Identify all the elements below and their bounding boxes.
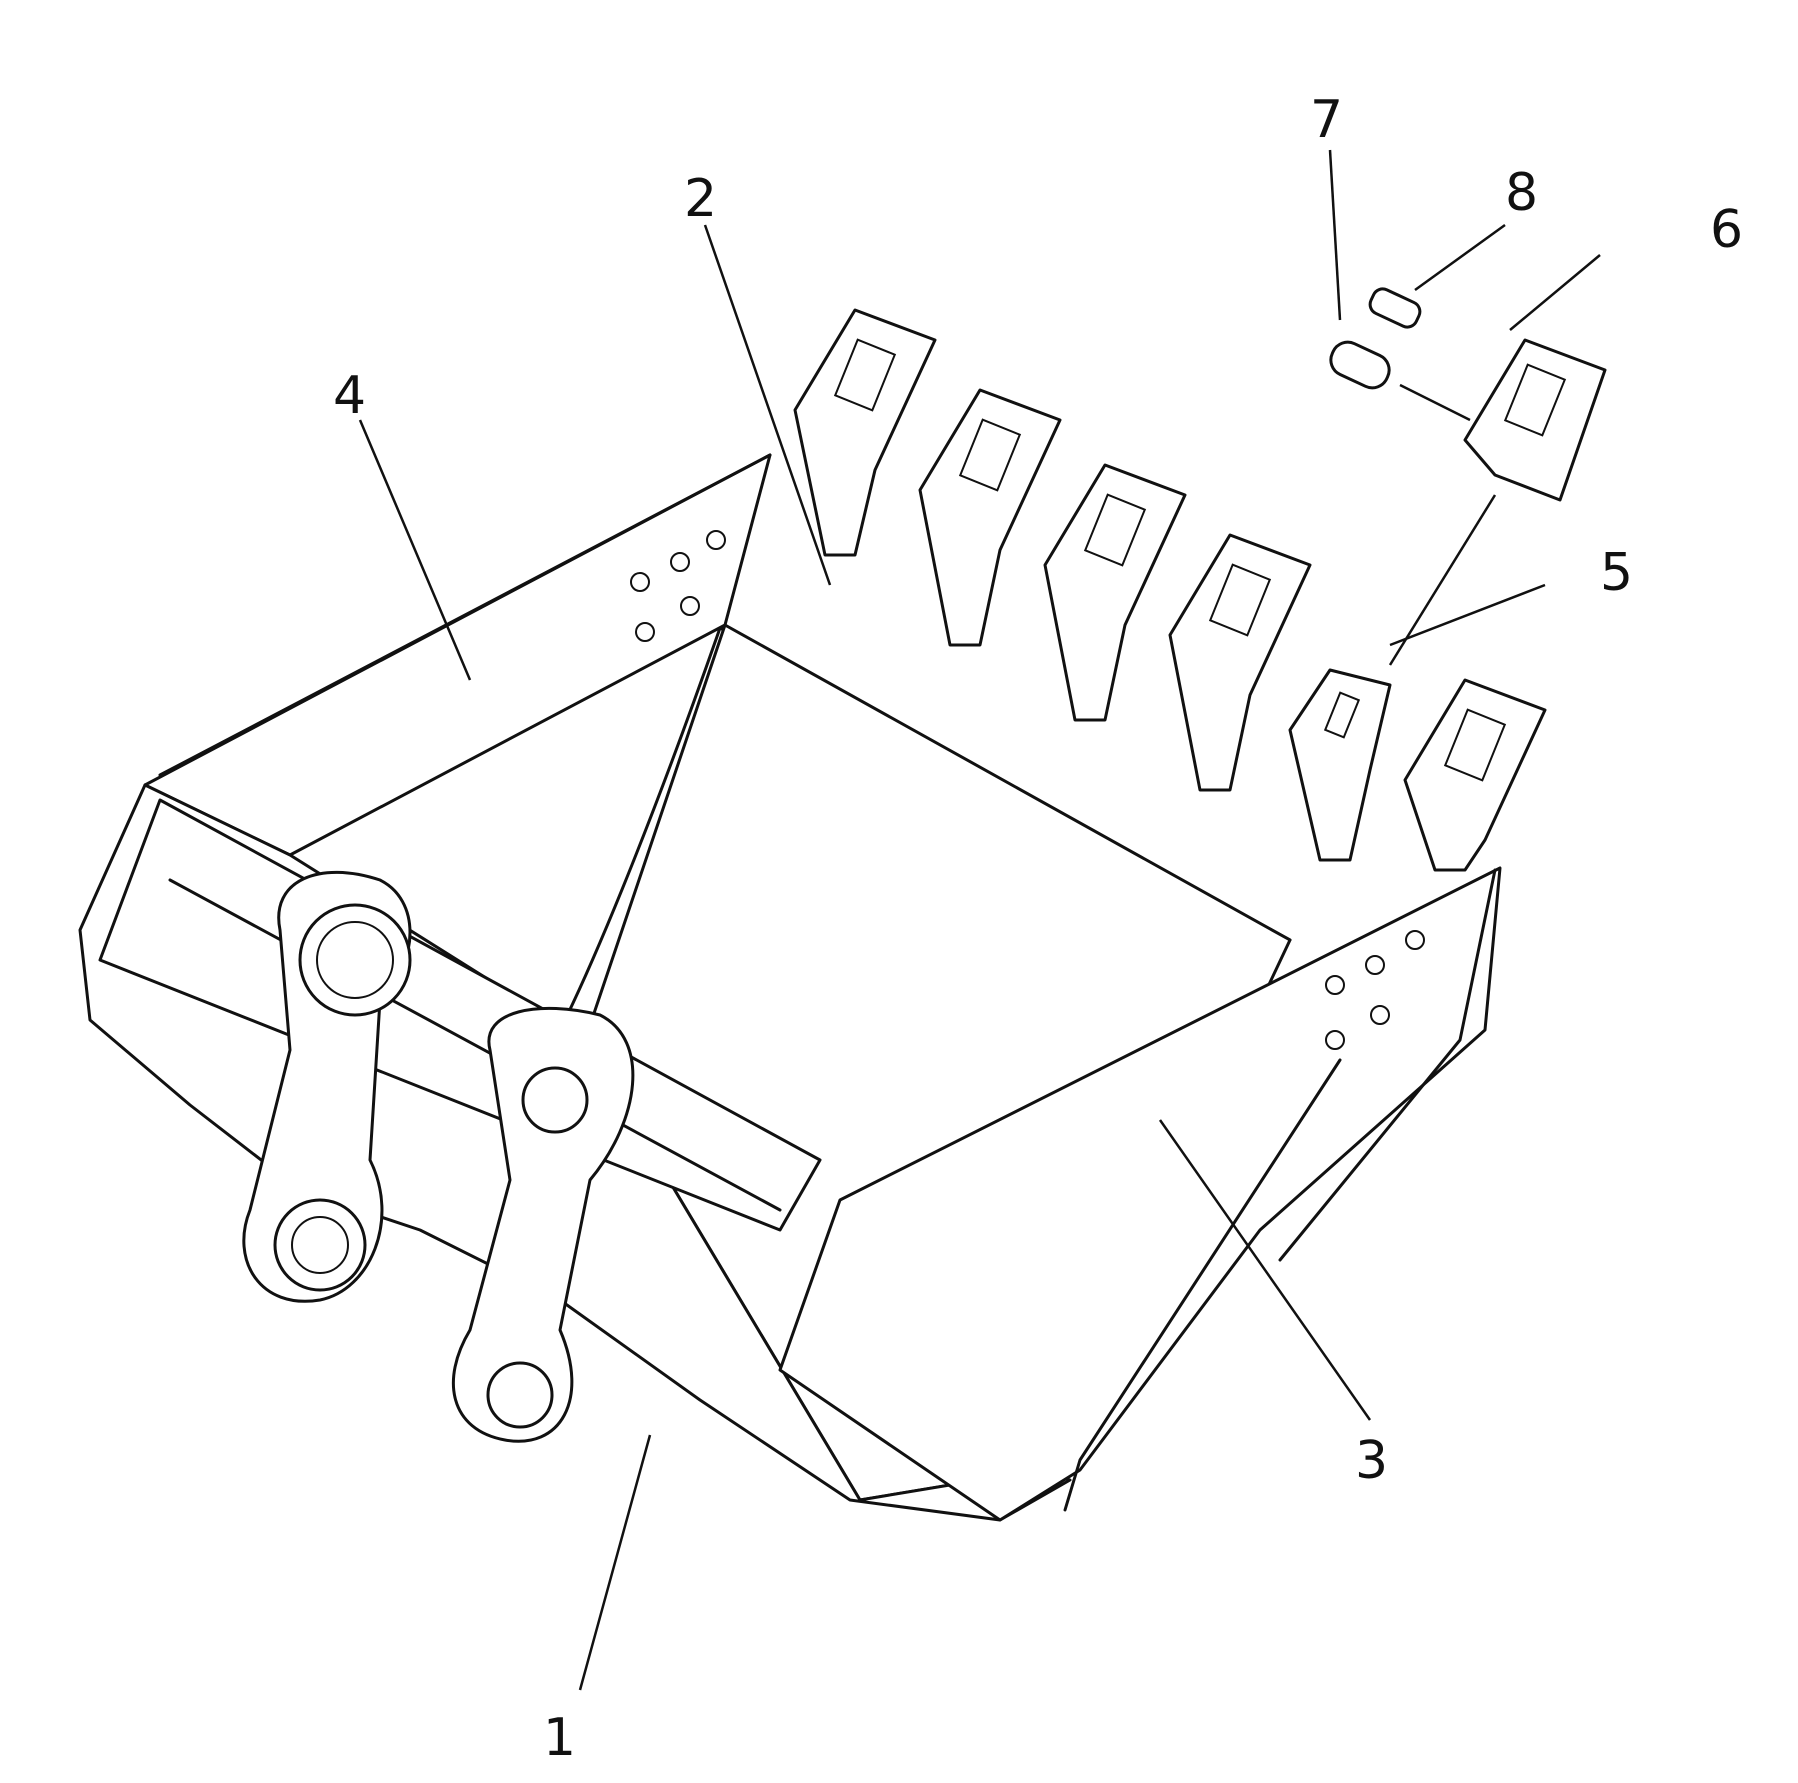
callout-7: 7 bbox=[1310, 90, 1343, 150]
bucket-teeth-row bbox=[793, 308, 1547, 872]
bucket-tooth bbox=[793, 308, 937, 557]
tooth-pin bbox=[1368, 287, 1422, 329]
callout-3: 3 bbox=[1355, 1431, 1388, 1491]
callout-6: 6 bbox=[1710, 200, 1743, 260]
tooth-adapter bbox=[1288, 668, 1392, 862]
bucket-tooth bbox=[1043, 463, 1187, 722]
bucket-tooth bbox=[1403, 678, 1547, 872]
callout-5: 5 bbox=[1600, 543, 1633, 603]
bucket-body bbox=[78, 453, 1502, 1522]
lock-washer bbox=[1329, 340, 1391, 390]
callout-2: 2 bbox=[684, 169, 717, 229]
detached-tooth bbox=[1463, 338, 1607, 502]
side-plate-right bbox=[778, 866, 1502, 1522]
mounting-boss-right bbox=[451, 1006, 635, 1443]
leader-lines bbox=[358, 149, 1601, 1691]
callout-8: 8 bbox=[1505, 163, 1538, 223]
callout-1: 1 bbox=[543, 1708, 576, 1768]
callout-4: 4 bbox=[333, 366, 366, 426]
bucket-tooth bbox=[1168, 533, 1312, 792]
bucket-tooth bbox=[918, 388, 1062, 647]
